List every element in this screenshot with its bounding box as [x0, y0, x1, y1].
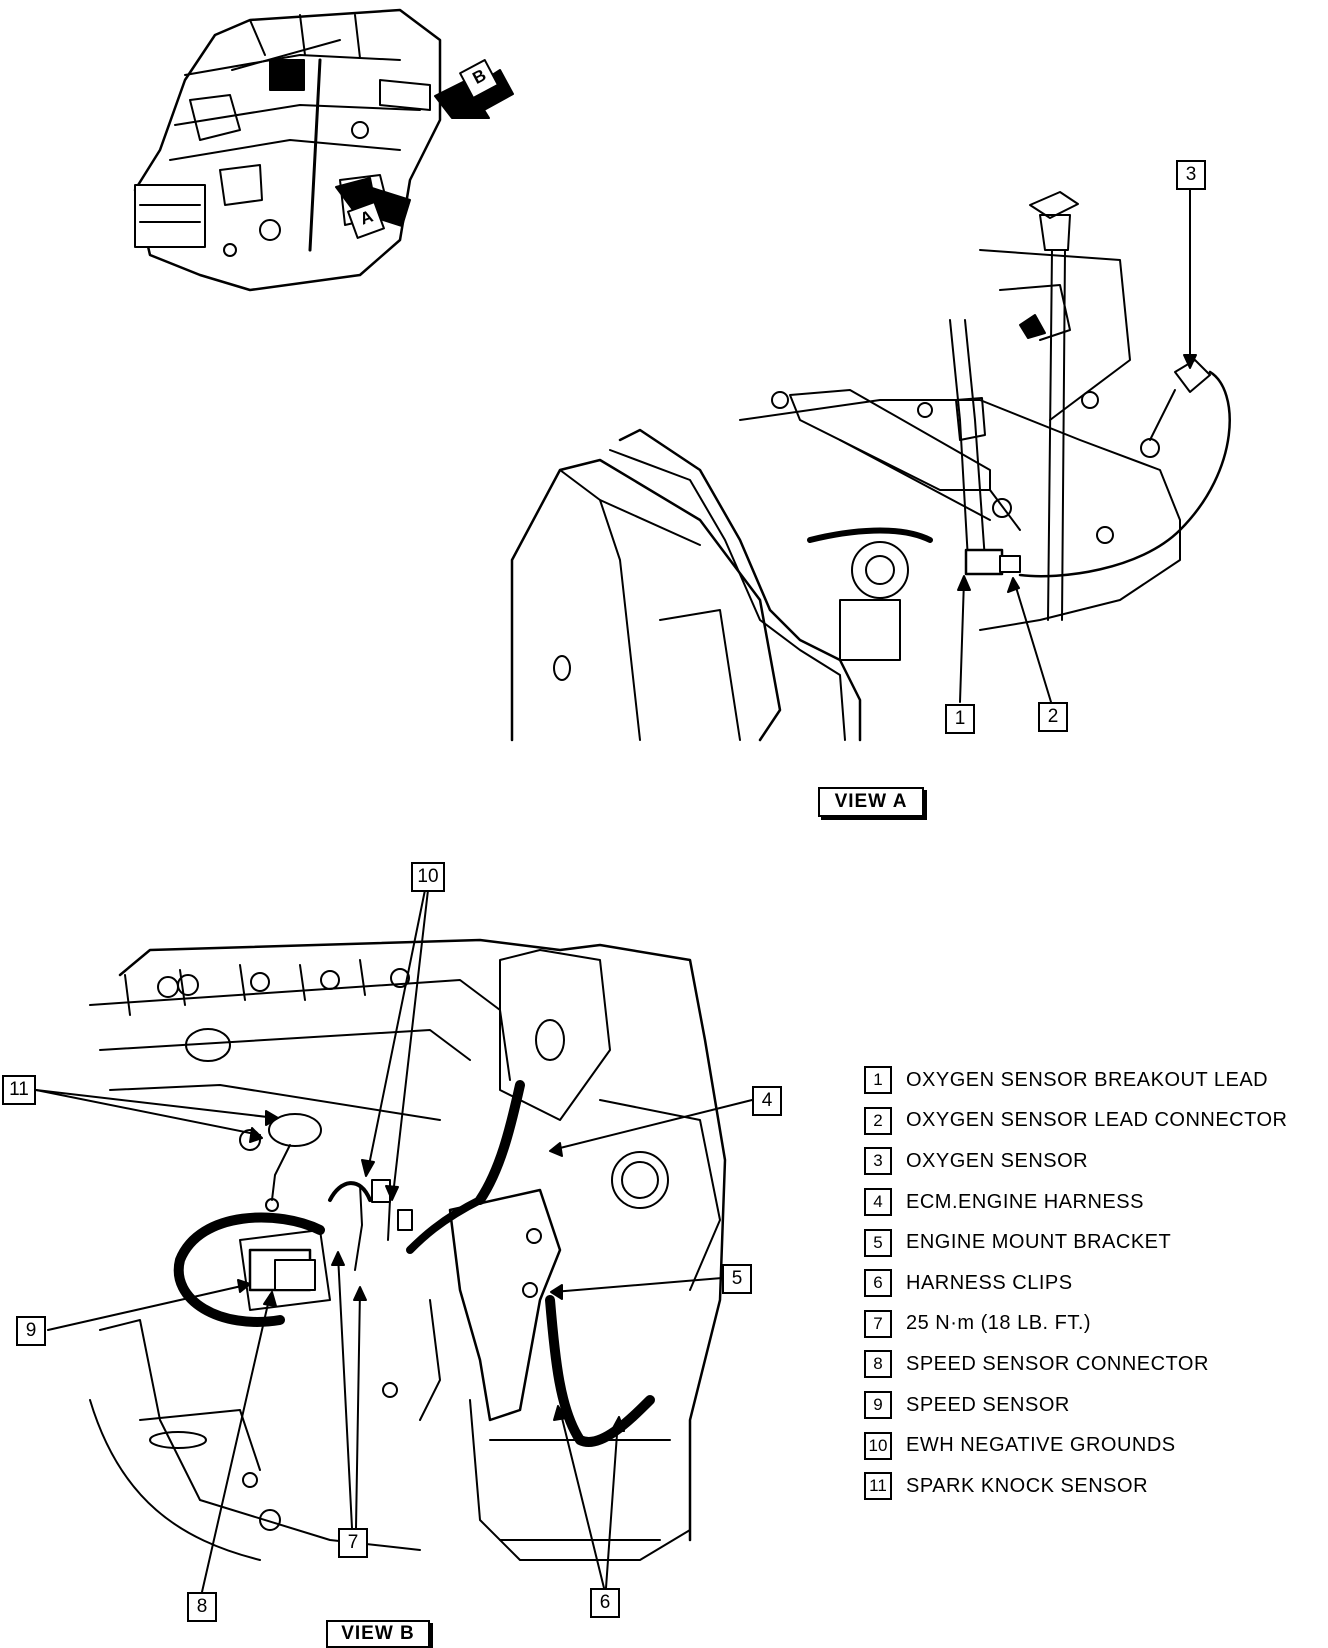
legend-number: 9 [864, 1391, 892, 1420]
view-a-label: VIEW A [818, 787, 924, 817]
legend-number: 10 [864, 1431, 892, 1460]
callout-7: 7 [338, 1528, 368, 1558]
legend-label: 25 N·m (18 LB. FT.) [906, 1312, 1092, 1335]
legend-number: 2 [864, 1106, 892, 1135]
legend-number: 7 [864, 1309, 892, 1338]
callout-8: 8 [187, 1592, 217, 1622]
legend-number: 3 [864, 1147, 892, 1176]
legend-label: OXYGEN SENSOR [906, 1149, 1089, 1172]
callout-9: 9 [16, 1316, 46, 1346]
callout-6: 6 [590, 1588, 620, 1618]
legend-number: 8 [864, 1350, 892, 1379]
overview-engine-illustration [133, 8, 442, 292]
legend-item: 5 ENGINE MOUNT BRACKET [864, 1222, 1324, 1263]
legend-item: 6 HARNESS CLIPS [864, 1263, 1324, 1304]
legend-number: 4 [864, 1188, 892, 1217]
legend-label: OXYGEN SENSOR BREAKOUT LEAD [906, 1068, 1269, 1091]
legend-number: 6 [864, 1269, 892, 1298]
legend-label: HARNESS CLIPS [906, 1271, 1073, 1294]
legend-item: 7 25 N·m (18 LB. FT.) [864, 1304, 1324, 1345]
legend-item: 9 SPEED SENSOR [864, 1385, 1324, 1426]
legend-number: 1 [864, 1066, 892, 1095]
legend-number: 5 [864, 1228, 892, 1257]
legend-label: SPARK KNOCK SENSOR [906, 1474, 1149, 1497]
legend-label: EWH NEGATIVE GROUNDS [906, 1434, 1176, 1457]
callout-11: 11 [2, 1075, 36, 1105]
view-a-illustration [510, 191, 1231, 742]
view-b-label: VIEW B [326, 1620, 430, 1648]
legend-label: ENGINE MOUNT BRACKET [906, 1231, 1172, 1254]
view-b-leaders [35, 889, 753, 1593]
legend-item: 3 OXYGEN SENSOR [864, 1141, 1324, 1182]
callout-10: 10 [411, 862, 445, 892]
view-a-leaders [957, 189, 1197, 703]
legend-number: 11 [864, 1472, 892, 1501]
view-b-illustration [89, 938, 727, 1561]
legend-item: 1 OXYGEN SENSOR BREAKOUT LEAD [864, 1060, 1324, 1101]
callout-3: 3 [1176, 160, 1206, 190]
legend-item: 11 SPARK KNOCK SENSOR [864, 1466, 1324, 1507]
legend-item: 2 OXYGEN SENSOR LEAD CONNECTOR [864, 1101, 1324, 1142]
legend-item: 4 ECM.ENGINE HARNESS [864, 1182, 1324, 1223]
legend-item: 8 SPEED SENSOR CONNECTOR [864, 1344, 1324, 1385]
legend-label: SPEED SENSOR [906, 1393, 1070, 1416]
callout-5: 5 [722, 1264, 752, 1294]
legend-item: 10 EWH NEGATIVE GROUNDS [864, 1425, 1324, 1466]
overview-arrow-b [434, 59, 514, 119]
callout-2: 2 [1038, 702, 1068, 732]
callout-1: 1 [945, 704, 975, 734]
overview-arrow-a [335, 177, 411, 239]
legend-label: OXYGEN SENSOR LEAD CONNECTOR [906, 1109, 1288, 1132]
callout-4: 4 [752, 1086, 782, 1116]
legend-label: SPEED SENSOR CONNECTOR [906, 1352, 1209, 1375]
legend-label: ECM.ENGINE HARNESS [906, 1190, 1144, 1213]
